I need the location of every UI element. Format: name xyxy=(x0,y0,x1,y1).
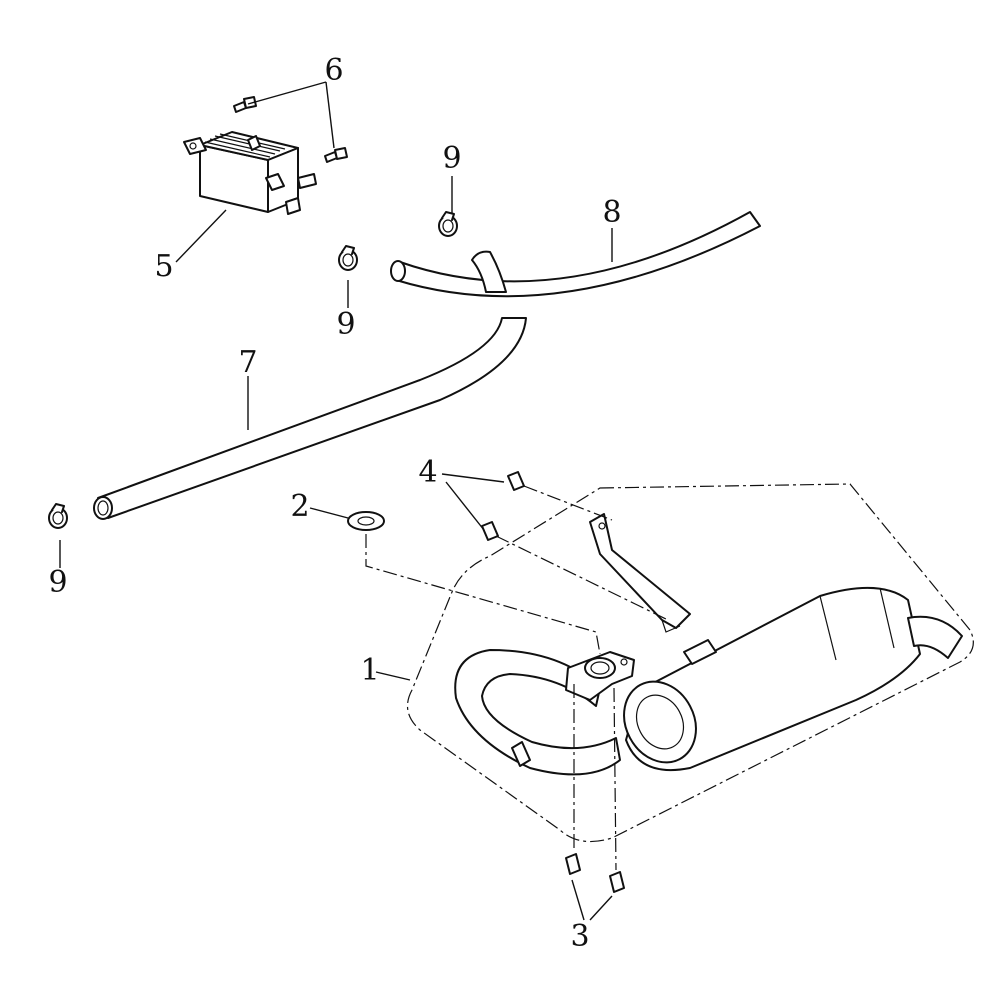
callout-3: 3 xyxy=(570,919,589,954)
callout-9-left: 9 xyxy=(48,565,67,600)
callout-2: 2 xyxy=(290,489,309,524)
part-9-clamp-a xyxy=(438,211,458,237)
part-9-clamp-b xyxy=(338,245,358,271)
exhaust-bracket xyxy=(589,513,691,633)
callout-6: 6 xyxy=(324,53,343,88)
part-6-screws xyxy=(233,96,348,163)
part-3-bolts xyxy=(565,853,625,893)
callout-9-top: 9 xyxy=(442,141,461,176)
part-7-hose xyxy=(93,317,527,520)
callout-4: 4 xyxy=(418,455,437,490)
part-9-clamp-c xyxy=(48,503,68,529)
callout-7: 7 xyxy=(238,345,257,380)
callout-8: 8 xyxy=(602,195,621,230)
part-1-outline xyxy=(406,483,974,843)
part-8-hose xyxy=(390,211,761,298)
callout-9-mid: 9 xyxy=(336,307,355,342)
part-5-canister xyxy=(183,131,317,215)
assembly-lines xyxy=(365,485,669,871)
callout-1: 1 xyxy=(360,653,379,688)
leader-lines xyxy=(59,81,613,921)
part-1-exhaust-muffler xyxy=(454,586,963,776)
part-2-gasket xyxy=(347,511,385,531)
callout-5: 5 xyxy=(154,249,173,284)
